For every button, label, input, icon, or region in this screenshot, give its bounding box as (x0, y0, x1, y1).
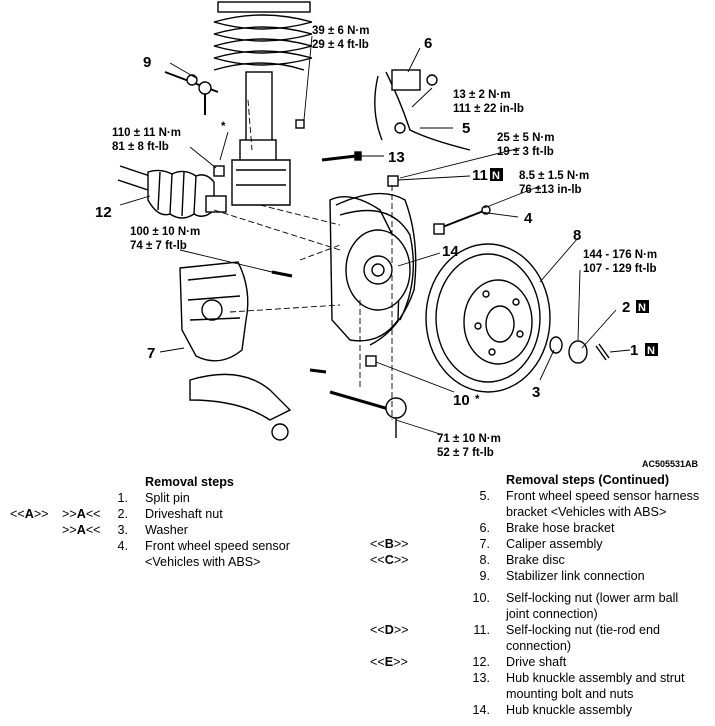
svg-text:N: N (492, 170, 500, 182)
callout-12: 12 (95, 204, 112, 221)
figure-reference-code: AC505531AB (642, 459, 699, 469)
callout-9: 9 (143, 54, 151, 71)
star-mark: * (221, 121, 226, 133)
callout-10: 10 (453, 392, 470, 409)
callout-5: 5 (462, 120, 470, 137)
torque-spec: 19 ± 3 ft-lb (497, 146, 554, 158)
torque-spec: 107 - 129 ft-lb (583, 263, 657, 275)
removal-steps-title: Removal steps (145, 475, 234, 489)
install-marker-a: >>A<< (62, 523, 101, 537)
callout-13: 13 (388, 149, 405, 166)
n-mark-11: N (490, 168, 503, 182)
torque-spec: 39 ± 6 N·m (312, 25, 369, 37)
callout-3: 3 (532, 384, 540, 401)
torque-spec: 71 ± 10 N·m (437, 433, 501, 445)
brake-disc (425, 243, 551, 393)
svg-text:N: N (638, 302, 646, 314)
removal-steps-continued-title: Removal steps (Continued) (506, 473, 670, 487)
callout-14: 14 (442, 243, 459, 260)
torque-spec: 13 ± 2 N·m (453, 89, 510, 101)
callout-1: 1 (630, 342, 638, 359)
install-marker-a: >>A<< (62, 507, 101, 521)
washer-nut-splitpin (549, 336, 610, 364)
removal-steps: Removal steps Removal steps (Continued) … (10, 473, 700, 717)
svg-text:N: N (647, 345, 655, 357)
torque-spec: 110 ± 11 N·m (112, 127, 181, 139)
torque-spec: 81 ± 8 ft-lb (112, 141, 169, 153)
callout-6: 6 (424, 35, 432, 52)
callout-11: 11 (472, 167, 488, 184)
torque-spec: 74 ± 7 ft-lb (130, 240, 187, 252)
service-marker-c: <<C>> (370, 553, 409, 567)
callout-4: 4 (524, 210, 533, 227)
torque-spec: 52 ± 7 ft-lb (437, 447, 494, 459)
callout-8: 8 (573, 227, 581, 244)
drive-shaft (117, 165, 227, 219)
strut-body (231, 71, 291, 206)
brake-hose (374, 69, 471, 151)
service-marker-b: <<B>> (370, 537, 409, 551)
star-mark: * (475, 394, 480, 406)
leader-lines (119, 35, 631, 435)
torque-spec: 29 ± 4 ft-lb (312, 39, 369, 51)
hub-knuckle (329, 196, 414, 342)
dust-shield (335, 192, 417, 346)
coil-spring (213, 1, 313, 71)
torque-spec: 8.5 ± 1.5 N·m (519, 170, 589, 182)
service-marker-d: <<D>> (370, 623, 409, 637)
service-marker-e: <<E>> (370, 655, 408, 669)
stabilizer-link (164, 71, 219, 115)
callout-7: 7 (147, 345, 155, 362)
n-mark-2: N (636, 300, 649, 314)
torque-spec: 100 ± 10 N·m (130, 226, 200, 238)
lower-arm (189, 373, 292, 441)
callout-2: 2 (622, 299, 630, 316)
n-mark-1: N (645, 343, 658, 357)
service-marker-a: <<A>> (10, 507, 49, 521)
tie-rod-end (329, 390, 407, 438)
caliper-assembly (179, 261, 249, 362)
wheel-speed-sensor (433, 205, 491, 235)
torque-spec: 111 ± 22 in-lb (453, 103, 524, 115)
torque-spec: 25 ± 5 N·m (497, 132, 554, 144)
torque-spec: 144 - 176 N·m (583, 249, 657, 261)
torque-spec: 76 ±13 in-lb (519, 184, 582, 196)
exploded-view-diagram: 9 6 5 13 11 4 12 14 8 2 1 7 3 10 * * N N… (95, 1, 699, 469)
